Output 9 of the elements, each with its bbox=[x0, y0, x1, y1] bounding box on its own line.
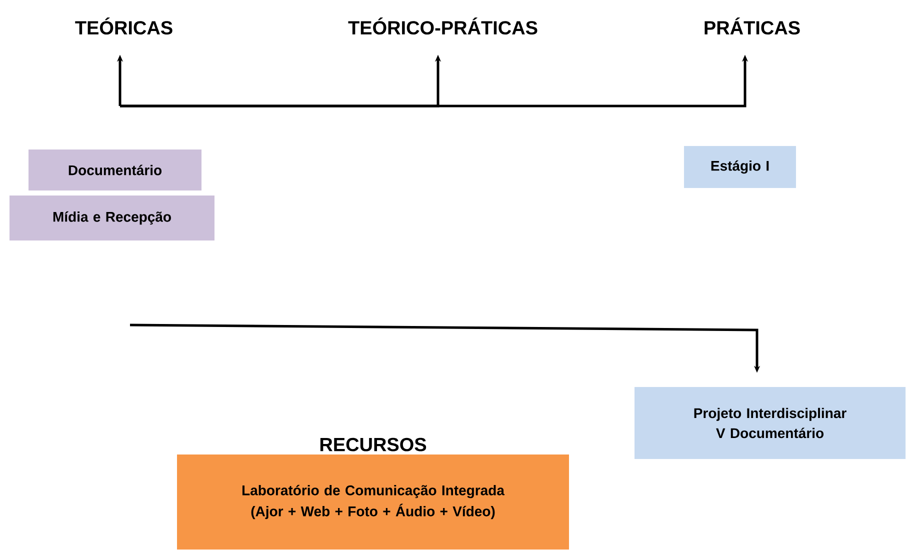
category-heading: TEÓRICO-PRÁTICAS bbox=[348, 18, 538, 35]
subject-box: Mídia e Recepção bbox=[10, 196, 214, 240]
subject-box: Estágio I bbox=[684, 146, 796, 188]
category-heading: PRÁTICAS bbox=[704, 18, 800, 35]
category-heading: TEÓRICAS bbox=[75, 18, 172, 35]
subject-box: Projeto Interdisciplinar V Documentário bbox=[634, 387, 906, 459]
node-label: RECURSOS bbox=[320, 438, 426, 452]
resource-box: RECURSOS Laboratório de Comunicação Integrada (Ajor + Web + Foto + Áudio + Vídeo) bbox=[177, 438, 569, 550]
subject-box: Documentário bbox=[28, 150, 202, 190]
